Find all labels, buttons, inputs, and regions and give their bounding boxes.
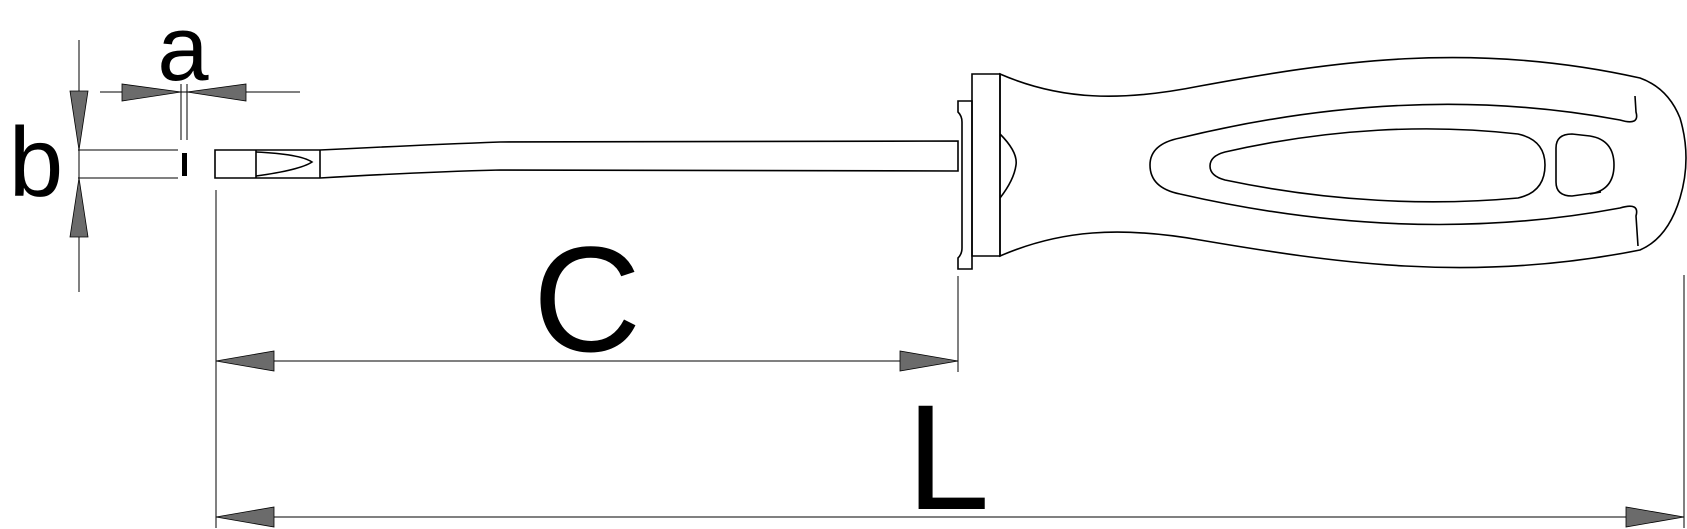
dim-b-arrow-top [69,90,89,151]
hanging-hole [1555,133,1615,197]
dim-c-arrow-right [899,350,959,372]
dimension-b: b [9,40,178,292]
dimension-l: L [215,275,1685,529]
grip-outer-cutout-bottom [1179,193,1639,247]
screwdriver-shaft [214,140,959,179]
handle-bolster [957,73,1017,270]
dim-l-arrow-left [215,506,275,528]
dim-c-label: C [533,215,641,383]
handle-outline [999,56,1687,269]
dim-l-arrow-right [1625,506,1685,528]
screwdriver-handle [999,56,1687,269]
dimension-c: C [215,190,959,528]
bolster-groove [999,133,1017,199]
blade-bevel [255,151,314,177]
grip-outer-cutout-left [1149,137,1181,195]
dim-b-arrow-bottom [69,177,89,238]
dim-l-label: L [906,373,989,529]
dimension-a: a [100,0,300,176]
dim-a-arrow-left [121,83,182,102]
dim-c-arrow-left [215,350,275,372]
dim-b-label: b [9,107,64,217]
bolster-body [971,73,1001,257]
dim-a-arrow-right [186,83,247,102]
grip-inner-slot [1209,128,1546,203]
grip-outer-cutout [1179,95,1638,139]
dim-a-label: a [157,0,209,100]
blade-edge-marker [182,153,187,176]
bolster-flange [957,100,973,270]
shaft-body [214,140,959,179]
